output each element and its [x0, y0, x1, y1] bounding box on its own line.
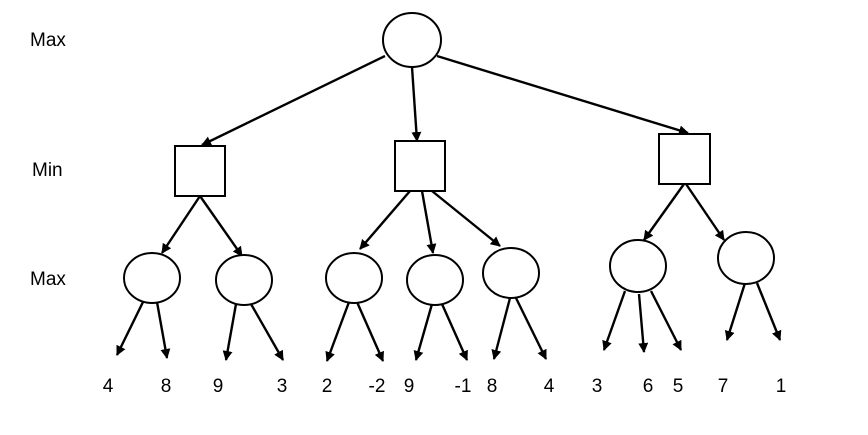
max-node-7: [717, 231, 775, 285]
max-node-4: [406, 254, 464, 306]
edge-min2-max5: [431, 190, 501, 247]
max-node-1: [123, 252, 181, 304]
max-node-2: [215, 254, 273, 306]
leaf-value: 8: [161, 376, 172, 397]
edge-leaf-7: [413, 303, 434, 361]
edge-root-min1: [201, 54, 386, 147]
edge-leaf-2: [155, 301, 171, 359]
leaf-value: 3: [277, 376, 288, 397]
max-node-5: [482, 247, 540, 299]
leaf-value: 9: [213, 376, 224, 397]
edge-leaf-13: [649, 290, 683, 351]
leaf-edges: [115, 282, 782, 362]
root-edges: [201, 54, 689, 147]
leaf-value: 3: [592, 376, 603, 397]
edge-min3-max6: [643, 183, 685, 241]
leaf-value: 8: [487, 376, 498, 397]
min-node-1: [174, 145, 226, 197]
min-edges: [161, 183, 725, 257]
edge-leaf-11: [602, 290, 627, 351]
edge-leaf-6: [355, 301, 385, 362]
level-label-max-bottom: Max: [30, 269, 66, 290]
edge-leaf-1: [115, 301, 145, 356]
leaf-value: 6: [643, 376, 654, 397]
leaf-value: 4: [103, 376, 114, 397]
edge-min2-max4: [420, 190, 437, 254]
edge-leaf-4: [249, 303, 285, 361]
root-max-node: [382, 12, 442, 68]
min-node-3: [658, 133, 711, 185]
edge-min2-max3: [359, 190, 411, 250]
leaf-values: 4 8 9 3 2 -2 9 -1 8 4 3 6 5 7 1: [103, 376, 787, 397]
edge-leaf-14: [724, 282, 747, 341]
edge-leaf-5: [325, 301, 351, 362]
leaf-value: 4: [544, 376, 555, 397]
edge-leaf-15: [755, 282, 782, 341]
edge-min1-max1: [161, 195, 201, 254]
level-label-max-root: Max: [30, 30, 66, 51]
edge-root-min3: [436, 54, 689, 136]
edge-leaf-12: [637, 293, 649, 353]
edge-leaf-10: [514, 297, 548, 360]
max-node-6: [609, 239, 667, 293]
min-node-2: [394, 140, 446, 192]
edge-min3-max7: [685, 183, 725, 241]
leaf-value: -2: [369, 376, 386, 397]
leaf-value: 9: [404, 376, 415, 397]
leaf-value: 7: [718, 376, 729, 397]
edge-leaf-8: [440, 303, 469, 361]
leaf-value: 5: [673, 376, 684, 397]
edge-min1-max2: [199, 195, 243, 257]
edge-root-min2: [410, 66, 422, 142]
level-label-min: Min: [32, 160, 63, 181]
leaf-value: 1: [776, 376, 787, 397]
leaf-value: 2: [322, 376, 333, 397]
leaf-value: -1: [455, 376, 472, 397]
max-node-3: [325, 252, 383, 304]
edge-leaf-9: [491, 297, 512, 360]
edge-leaf-3: [222, 303, 238, 361]
